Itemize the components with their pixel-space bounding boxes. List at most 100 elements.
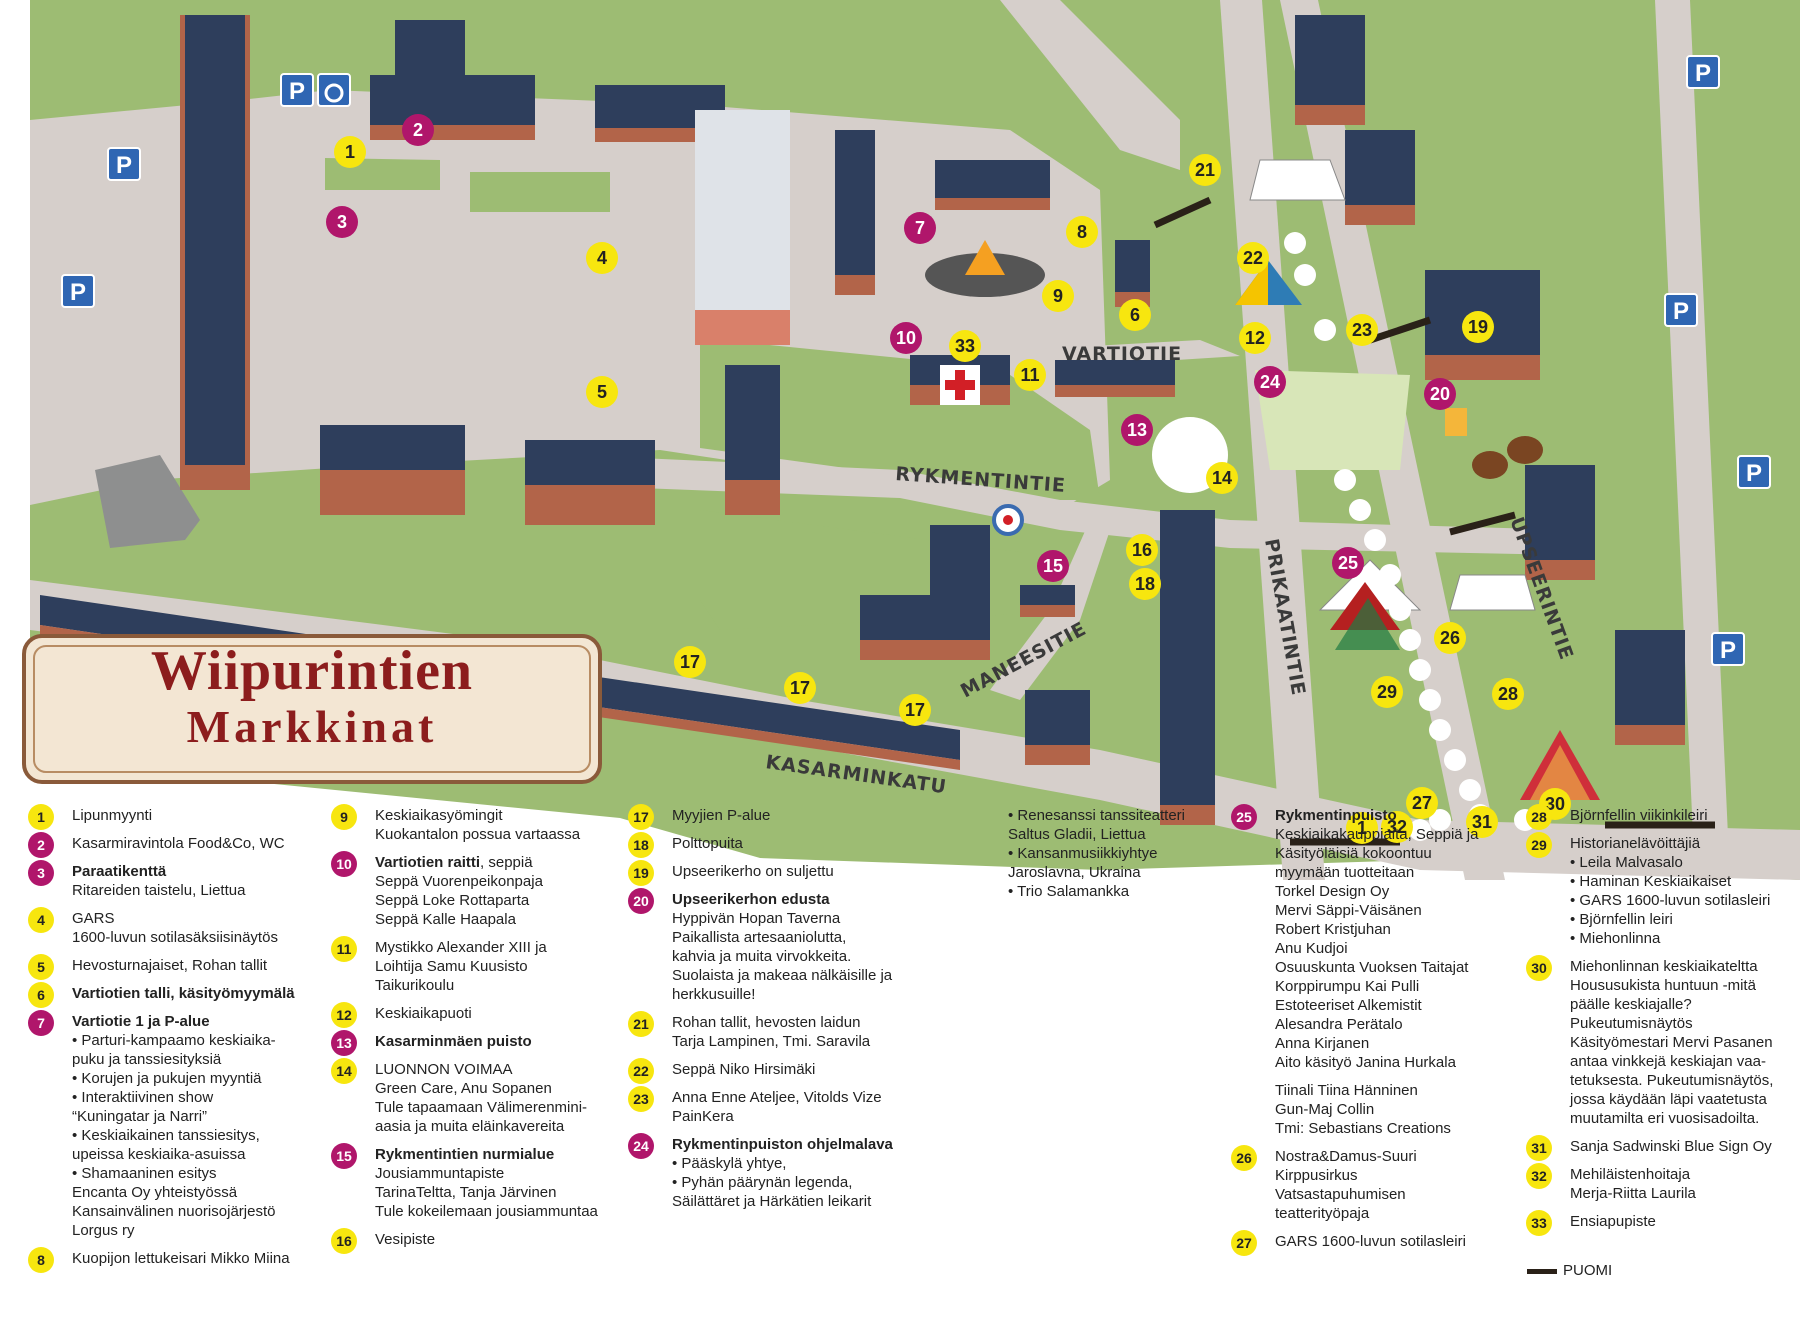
marker-number: 29 xyxy=(1377,682,1397,702)
lawn xyxy=(700,510,1090,630)
legend-line: Jousiammuntapiste xyxy=(375,1165,505,1182)
marker-14[interactable]: 14 xyxy=(1206,462,1238,494)
marker-17[interactable]: 17 xyxy=(674,646,706,678)
marker-21[interactable]: 21 xyxy=(1189,154,1221,186)
street-vartiotie: VARTIOTIE xyxy=(1062,343,1182,365)
marker-18[interactable]: 18 xyxy=(1129,568,1161,600)
legend-title: Historianelävöittäjiä xyxy=(1570,835,1701,852)
legend-badge: 9 xyxy=(331,804,357,830)
legend-line: TarinaTeltta, Tanja Järvinen xyxy=(375,1184,557,1201)
marker-number: 28 xyxy=(1498,684,1518,704)
marker-27[interactable]: 27 xyxy=(1406,787,1438,819)
marker-32[interactable]: 32 xyxy=(1381,811,1413,843)
legend-badge: 15 xyxy=(331,1143,357,1169)
marker-22[interactable]: 22 xyxy=(1237,242,1269,274)
marker-17[interactable]: 17 xyxy=(784,672,816,704)
legend-line: Hyppivän Hopan Taverna xyxy=(672,910,841,927)
legend-title: Miehonlinnan keskiaikateltta xyxy=(1570,958,1758,975)
legend-badge: 10 xyxy=(331,851,357,877)
legend-line: Tarja Lampinen, Tmi. Saravila xyxy=(672,1033,871,1050)
marker-4[interactable]: 4 xyxy=(586,242,618,274)
marker-10[interactable]: 10 xyxy=(890,322,922,354)
marker-12[interactable]: 12 xyxy=(1239,322,1271,354)
marker-2[interactable]: 2 xyxy=(402,114,434,146)
marker-13[interactable]: 13 xyxy=(1121,414,1153,446)
puomi-label: PUOMI xyxy=(1563,1262,1613,1279)
marker-8[interactable]: 8 xyxy=(1066,216,1098,248)
svg-text:P: P xyxy=(1746,460,1762,487)
marker-number: 5 xyxy=(597,382,607,402)
marker-33[interactable]: 33 xyxy=(949,330,981,362)
legend-badge: 20 xyxy=(628,888,654,914)
marker-7[interactable]: 7 xyxy=(904,212,936,244)
legend-line: tetuksesta. Pukeutumisnäytös, xyxy=(1570,1072,1774,1089)
legend-title: Seppä Niko Hirsimäki xyxy=(672,1061,816,1078)
marker-6[interactable]: 6 xyxy=(1119,299,1151,331)
marker-5[interactable]: 5 xyxy=(586,376,618,408)
legend-title: Lipunmyynti xyxy=(72,807,153,824)
parking-icon: P xyxy=(1737,455,1771,489)
marker-23[interactable]: 23 xyxy=(1346,314,1378,346)
marker-number: 11 xyxy=(1020,365,1039,385)
marker-16[interactable]: 16 xyxy=(1126,534,1158,566)
legend-badge: 12 xyxy=(331,1002,357,1028)
svg-text:P: P xyxy=(116,152,132,179)
barrel-icon xyxy=(1472,451,1508,479)
marker-1[interactable]: 1 xyxy=(334,136,366,168)
marker-28[interactable]: 28 xyxy=(1492,678,1524,710)
legend-title: GARS 1600-luvun sotilasleiri xyxy=(1275,1233,1466,1250)
parking-icon: P xyxy=(107,147,141,181)
marker-25[interactable]: 25 xyxy=(1332,547,1364,579)
legend-line: Seppä Kalle Haapala xyxy=(375,911,516,928)
legend-line: herkkusuille! xyxy=(672,986,756,1003)
parking-icon: P xyxy=(61,274,95,308)
legend-badge: 2 xyxy=(28,832,54,858)
marker-number: 26 xyxy=(1440,628,1460,648)
legend-line: Lorgus ry xyxy=(72,1222,135,1239)
legend-line: • Kansanmusiikkiyhtye xyxy=(1008,845,1158,862)
legend-line: Säilättäret ja Härkätien leikarit xyxy=(672,1193,872,1210)
marker-number: 3 xyxy=(337,212,347,232)
legend-line: • Korujen ja pukujen myyntiä xyxy=(72,1070,262,1087)
legend-line: Suolaista ja makeaa nälkäisille ja xyxy=(672,967,893,984)
marker-11[interactable]: 11 xyxy=(1014,359,1046,391)
legend-line: Tmi: Sebastians Creations xyxy=(1275,1120,1451,1137)
legend-line: Käsityömestari Mervi Pasanen xyxy=(1570,1034,1773,1051)
marker-20[interactable]: 20 xyxy=(1424,378,1456,410)
marker-9[interactable]: 9 xyxy=(1042,280,1074,312)
marker-31[interactable]: 31 xyxy=(1466,806,1498,838)
road-rykmentintie xyxy=(640,458,1570,555)
marker-number: 4 xyxy=(597,248,607,268)
road-northwest xyxy=(1000,0,1180,170)
marker-19[interactable]: 19 xyxy=(1462,311,1494,343)
legend-line: 1600-luvun sotilasäksiisinäytös xyxy=(72,929,278,946)
marker-15[interactable]: 15 xyxy=(1037,550,1069,582)
marker-number: 9 xyxy=(1053,286,1063,306)
legend-badge: 23 xyxy=(628,1086,654,1112)
legend-title: Rykmentintien nurmialue xyxy=(375,1146,555,1163)
legend-line: Kuokantalon possua vartaassa xyxy=(375,826,581,843)
legend-title: Keskiaikasyömingit xyxy=(375,807,503,824)
parking-icon: P xyxy=(280,73,314,107)
legend-line: • Pyhän päärynän legenda, xyxy=(672,1174,853,1191)
parking-icon: P xyxy=(1686,55,1720,89)
marker-3[interactable]: 3 xyxy=(326,206,358,238)
legend-line: • Pääskylä yhtye, xyxy=(672,1155,787,1172)
marker-29[interactable]: 29 xyxy=(1371,676,1403,708)
barrel-icon xyxy=(1507,436,1543,464)
marker-17[interactable]: 17 xyxy=(899,694,931,726)
legend-title: Rohan tallit, hevosten laidun xyxy=(672,1014,861,1031)
marker-1[interactable]: 1 xyxy=(1346,812,1378,844)
marker-26[interactable]: 26 xyxy=(1434,622,1466,654)
marker-number: 13 xyxy=(1127,420,1147,440)
marker-24[interactable]: 24 xyxy=(1254,366,1286,398)
